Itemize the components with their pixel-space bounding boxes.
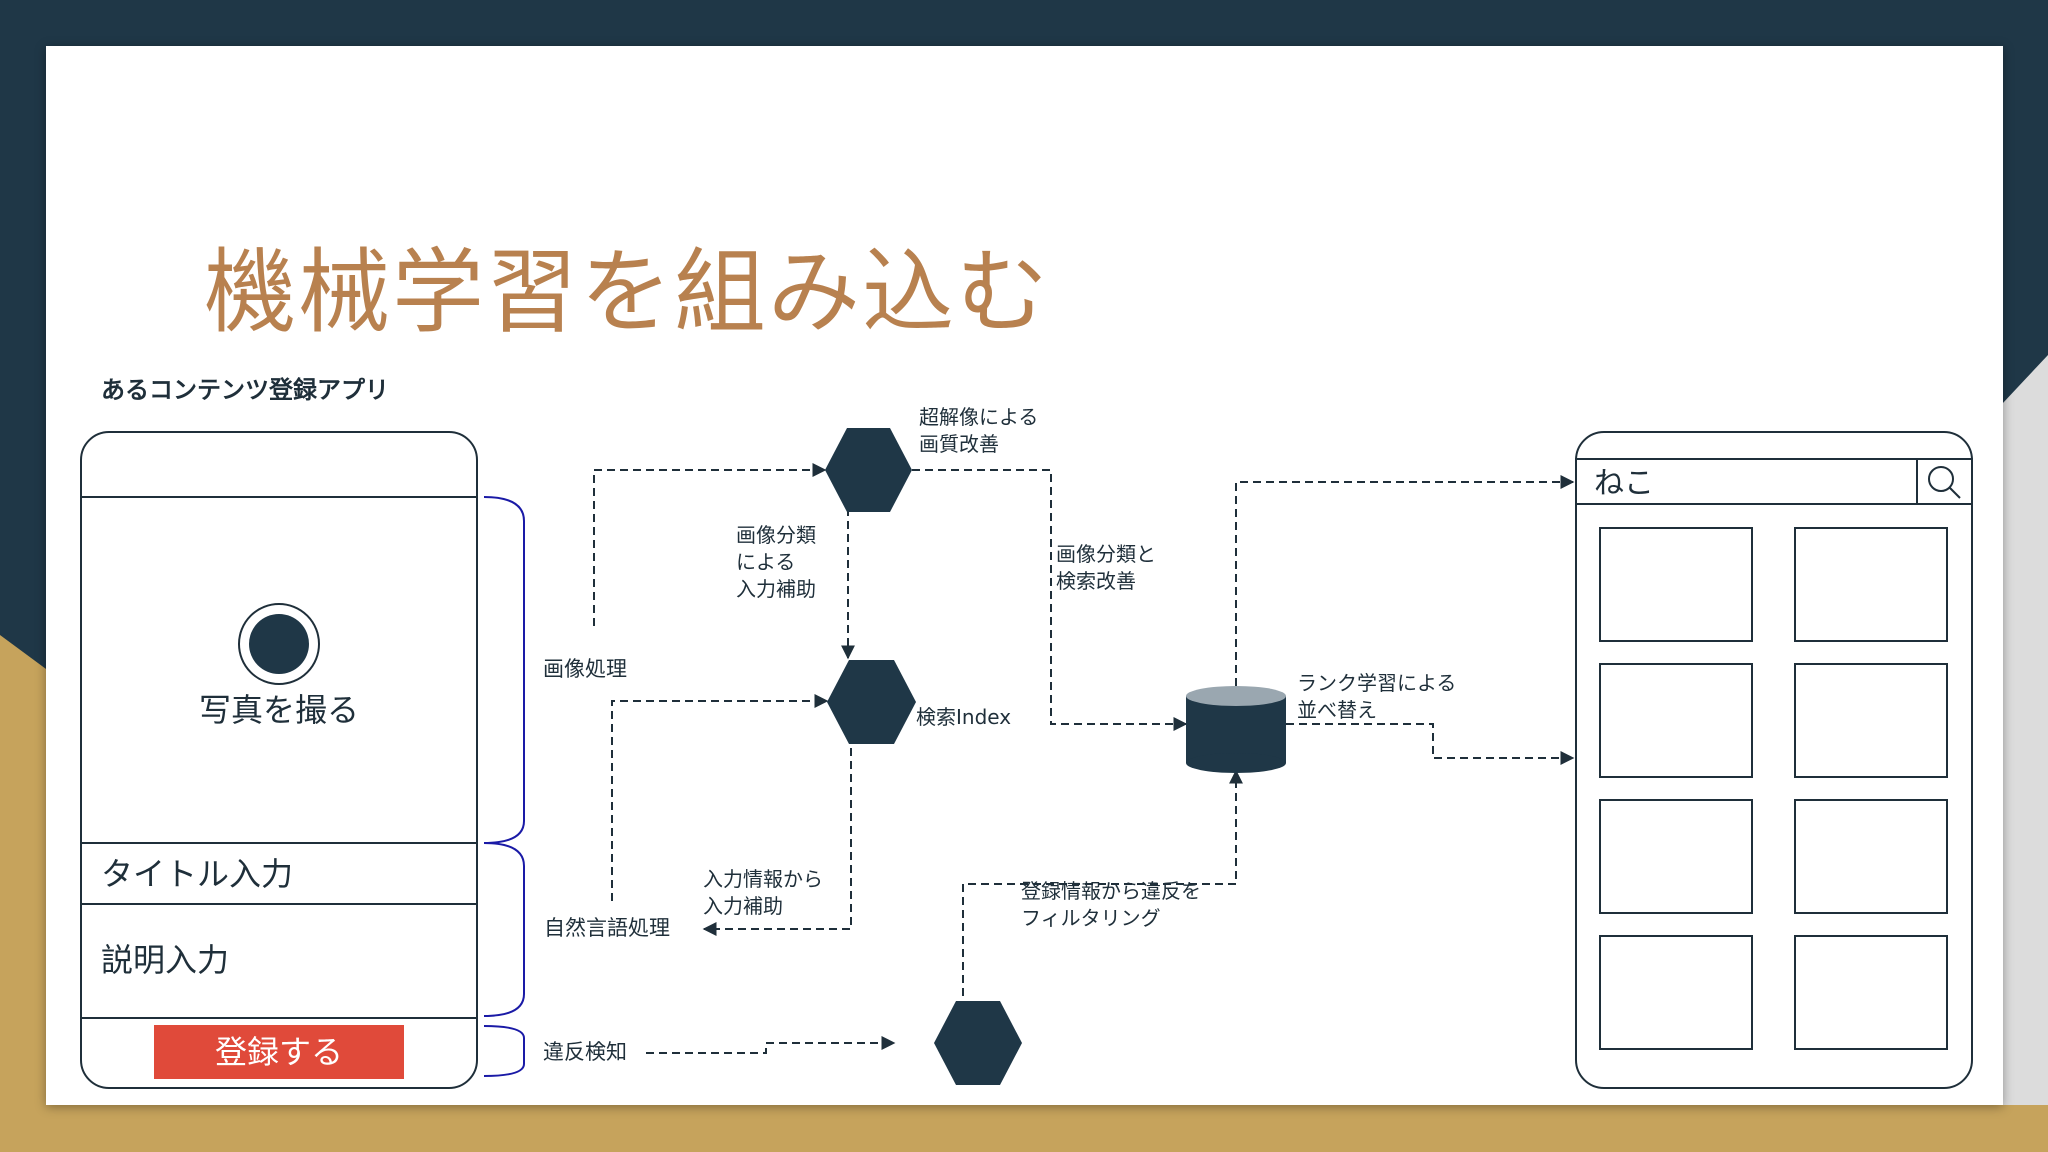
slide: 機械学習を組み込む あるコンテンツ登録アプリ 写真を撮る タイトル入力 説明入力 bbox=[46, 46, 2003, 1105]
search-icon[interactable] bbox=[1916, 459, 1961, 504]
register-button-label: 登録する bbox=[215, 1033, 343, 1071]
image-to-superres-arrow bbox=[593, 463, 827, 626]
violation-filter-note: 登録情報から違反を フィルタリング bbox=[1021, 879, 1207, 930]
result-thumbnail[interactable] bbox=[1599, 799, 1753, 914]
superres-note: 超解像による 画質改善 bbox=[919, 405, 1045, 456]
text-section-bracket bbox=[483, 842, 525, 1017]
app-mockup: 写真を撮る タイトル入力 説明入力 登録する bbox=[80, 431, 478, 1089]
nlp-label: 自然言語処理 bbox=[544, 916, 670, 940]
model-to-db-arrow bbox=[962, 769, 1243, 996]
search-index-model-node bbox=[827, 660, 916, 744]
slide-title: 機械学習を組み込む bbox=[204, 239, 1051, 346]
flow-connectors bbox=[593, 463, 1575, 1054]
phone-frame bbox=[80, 431, 478, 1089]
db-to-search-arrow bbox=[1235, 475, 1575, 686]
violation-model-node bbox=[934, 1001, 1022, 1085]
result-thumbnail[interactable] bbox=[1794, 527, 1948, 642]
search-result-mockup: ねこ bbox=[1575, 431, 1973, 1089]
violation-to-model-arrow bbox=[646, 1036, 896, 1054]
database-icon bbox=[1186, 686, 1286, 773]
nlp-to-index-arrow bbox=[611, 694, 829, 901]
superres-model-node bbox=[825, 428, 912, 512]
phone-frame-right bbox=[1575, 431, 1973, 1089]
annotations: 超解像による 画質改善 画像分類 による 入力補助 画像分類と 検索改善 検索I… bbox=[703, 405, 1463, 930]
take-photo-label: 写真を撮る bbox=[199, 691, 359, 729]
register-button[interactable]: 登録する bbox=[154, 1025, 404, 1079]
result-grid bbox=[1599, 527, 1948, 1050]
button-section-bracket bbox=[483, 1025, 525, 1077]
image-processing-label: 画像処理 bbox=[543, 657, 627, 681]
result-thumbnail[interactable] bbox=[1599, 527, 1753, 642]
search-query[interactable]: ねこ bbox=[1594, 466, 1654, 501]
architecture-diagram: あるコンテンツ登録アプリ 写真を撮る タイトル入力 説明入力 登録する bbox=[80, 376, 1973, 1089]
take-photo-button[interactable]: 写真を撮る bbox=[199, 603, 359, 729]
search-index-label: 検索Index bbox=[916, 705, 1011, 729]
violation-detection-label: 違反検知 bbox=[543, 1040, 627, 1064]
result-thumbnail[interactable] bbox=[1599, 935, 1753, 1050]
classification-search-note: 画像分類と 検索改善 bbox=[1056, 542, 1162, 593]
rank-learning-note: ランク学習による 並べ替え bbox=[1297, 671, 1463, 722]
image-section-bracket bbox=[483, 496, 525, 844]
superres-to-db-arrow bbox=[912, 469, 1188, 731]
text-input-assist-note: 入力情報から 入力補助 bbox=[703, 867, 829, 918]
result-thumbnail[interactable] bbox=[1599, 663, 1753, 778]
result-thumbnail[interactable] bbox=[1794, 935, 1948, 1050]
index-to-nlp-arrow bbox=[702, 748, 852, 936]
gold-bottom-band bbox=[0, 1105, 2048, 1152]
classification-input-note: 画像分類 による 入力補助 bbox=[736, 523, 822, 601]
section-brackets bbox=[483, 496, 525, 1077]
result-thumbnail[interactable] bbox=[1794, 663, 1948, 778]
search-bar[interactable]: ねこ bbox=[1575, 458, 1973, 505]
app-label: あるコンテンツ登録アプリ bbox=[101, 376, 389, 404]
result-thumbnail[interactable] bbox=[1794, 799, 1948, 914]
db-to-results-arrow bbox=[1286, 723, 1575, 765]
title-input-field[interactable]: タイトル入力 bbox=[101, 855, 293, 893]
description-input-field[interactable]: 説明入力 bbox=[101, 941, 229, 979]
